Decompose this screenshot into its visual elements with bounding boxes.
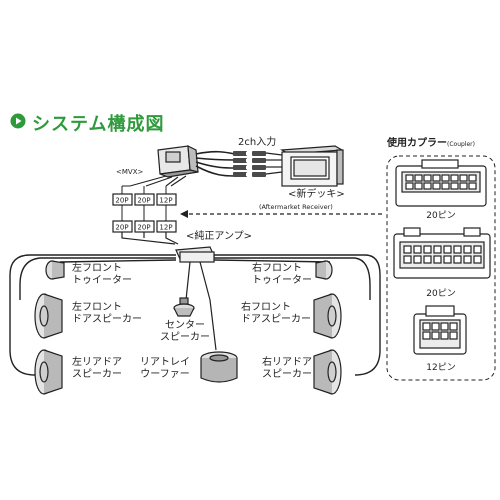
speaker-wiring-center [185,261,217,351]
oem-amp-unit [175,246,215,263]
connector-bottom-1: 20P [115,224,128,232]
connector-top-1: 20P [115,197,128,205]
connector-labels: 20P 20P 12P 20P 20P 12P [115,197,172,232]
page-title: システム構成図 [32,114,165,135]
speaker-right-tweeter [315,260,333,280]
connector-bottom-3: 12P [159,224,172,232]
coupler-20pin-b-label: 20ピン [426,288,455,299]
coupler-20pin-a-label: 20ピン [426,210,455,221]
center-speaker-label: センター スピーカー [160,320,210,343]
rr-door-label: 右リアドア スピーカー [262,357,312,380]
speaker-wiring-left [9,254,177,376]
coupler-20pin-a [395,159,487,207]
speaker-right-front-door [313,293,342,339]
lf-tweeter-label: 左フロント トゥイーター [72,263,132,286]
lr-door-label: 左リアドア スピーカー [72,357,122,380]
play-circle-icon [10,113,26,133]
mvx-harness [129,175,187,187]
section-title: システム構成図 [10,112,165,135]
rf-tweeter-label: 右フロント トゥイーター [252,263,312,286]
speaker-rear-tray-woofer [200,351,238,383]
connector-top-3: 12P [159,197,172,205]
new-deck-unit [280,145,344,187]
connector-bottom-2: 20P [137,224,150,232]
mvx-unit [157,144,199,178]
rca-plug-tips [246,152,249,176]
rca-plugs [233,151,266,177]
speaker-right-rear-door [313,349,342,395]
rca-cables [195,150,236,177]
speaker-wiring-right [213,254,381,376]
coupler-12pin-label: 12ピン [426,362,455,373]
coupler-panel: 20ピン 20ピン 12ピン [386,155,496,381]
speaker-left-front-door [34,293,63,339]
speaker-center [173,297,195,317]
lf-door-label: 左フロント ドアスピーカー [72,302,142,325]
coupler-panel-title: 使用カプラー(Coupler) [387,138,475,149]
input-2ch-label: 2ch入力 [238,137,277,148]
coupler-12pin [413,305,467,355]
mvx-label: <MVX> [116,168,144,176]
rf-door-label: 右フロント ドアスピーカー [241,302,311,325]
oem-amp-label: <純正アンプ> [186,231,253,242]
speaker-left-tweeter [45,260,65,280]
woofer-label: リアトレイ ウーファー [140,357,190,380]
speaker-left-rear-door [34,349,63,395]
aftermarket-label: (Aftermarket Receiver) [259,203,333,211]
new-deck-label: <新デッキ> [288,189,345,200]
coupler-20pin-b [393,227,491,279]
connector-top-2: 20P [137,197,150,205]
dashed-arrow [180,210,382,218]
